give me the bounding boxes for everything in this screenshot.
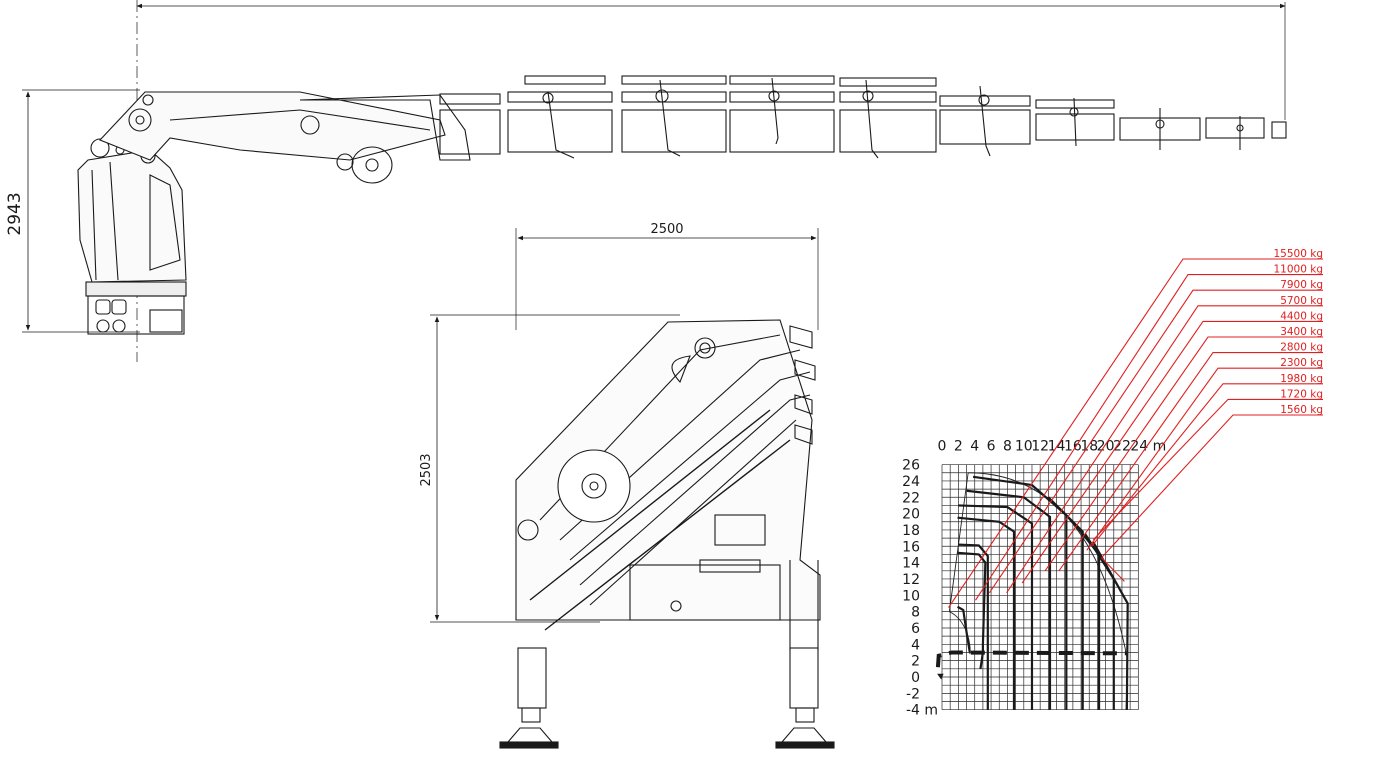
capacity-label: 7900 kg bbox=[1280, 279, 1323, 291]
y-tick-label: 8 bbox=[911, 605, 920, 621]
x-tick-label: 20 bbox=[1097, 439, 1115, 455]
folded-crane-body bbox=[515, 319, 821, 631]
folded-height-label: 2503 bbox=[419, 453, 434, 486]
capacity-leader-line bbox=[1058, 352, 1323, 572]
capacity-label: 1720 kg bbox=[1280, 388, 1323, 400]
load-curve bbox=[1092, 541, 1129, 710]
capacity-leader-line bbox=[1101, 557, 1125, 582]
capacity-leader-line bbox=[975, 274, 1323, 601]
crane-height-label: 2943 bbox=[5, 192, 25, 235]
crane-column bbox=[77, 138, 187, 335]
capacity-leader-line bbox=[1086, 367, 1323, 551]
capacity-leader-line bbox=[1101, 414, 1323, 559]
load-curve bbox=[956, 605, 971, 653]
x-tick-label: 2 bbox=[954, 439, 963, 455]
capacity-leader-line bbox=[1091, 383, 1323, 547]
capacity-label: 11000 kg bbox=[1274, 264, 1324, 276]
front-view bbox=[430, 228, 835, 749]
telescopic-sections bbox=[439, 75, 1287, 159]
y-tick-label: 16 bbox=[902, 539, 920, 555]
capacity-label: 1980 kg bbox=[1280, 373, 1323, 385]
capacity-label: 2800 kg bbox=[1280, 342, 1323, 354]
capacity-leader-line bbox=[1092, 398, 1323, 541]
capacity-label: 4400 kg bbox=[1280, 310, 1323, 322]
load-chart-grid bbox=[941, 464, 1139, 711]
x-tick-label: 4 bbox=[970, 439, 979, 455]
capacity-label: 2300 kg bbox=[1280, 357, 1323, 369]
y-tick-label: 24 bbox=[902, 474, 920, 490]
y-tick-label: 26 bbox=[902, 458, 920, 474]
stabilizer-legs bbox=[499, 560, 835, 749]
capacity-labels: 15500 kg 11000 kg 7900 kg 5700 kg 4400 kg 340… bbox=[948, 248, 1324, 608]
outer-envelope-curve bbox=[968, 472, 1129, 710]
y-tick-label: 22 bbox=[902, 490, 920, 506]
x-tick-label: 0 bbox=[938, 439, 947, 455]
capacity-leader-line bbox=[948, 258, 1323, 608]
y-tick-label: 12 bbox=[902, 572, 920, 588]
x-tick-label: 16 bbox=[1064, 439, 1082, 455]
capacity-leader-line bbox=[1006, 305, 1323, 594]
y-tick-label: 10 bbox=[902, 588, 920, 604]
capacity-leader-line bbox=[1044, 336, 1323, 572]
capacity-label: 15500 kg bbox=[1274, 248, 1324, 260]
load-curve bbox=[957, 551, 987, 669]
inner-envelope-curve bbox=[948, 472, 971, 655]
horizontal-boom-line bbox=[935, 650, 1127, 668]
load-curve bbox=[958, 543, 989, 710]
side-view bbox=[22, 0, 1287, 362]
x-tick-label: 24 m bbox=[1130, 439, 1166, 455]
y-tick-label: -2 bbox=[906, 686, 920, 702]
boom-positions bbox=[935, 650, 1127, 680]
capacity-leader-line bbox=[988, 289, 1323, 594]
load-curve bbox=[958, 504, 1034, 710]
y-tick-label: -4 m bbox=[906, 703, 938, 719]
y-tick-label: 4 bbox=[911, 637, 920, 653]
capacity-label: 5700 kg bbox=[1280, 295, 1323, 307]
load-curve bbox=[972, 475, 1068, 710]
x-tick-label: 22 bbox=[1113, 439, 1131, 455]
load-curve bbox=[1047, 496, 1084, 710]
capacity-label: 1560 kg bbox=[1280, 404, 1323, 416]
crane-base-marker bbox=[937, 673, 944, 680]
capacity-label: 3400 kg bbox=[1280, 326, 1323, 338]
main-boom bbox=[99, 91, 471, 184]
capacity-leader-line bbox=[1021, 320, 1323, 584]
load-curve bbox=[957, 516, 1016, 710]
x-tick-label: 12 bbox=[1031, 439, 1049, 455]
y-tick-label: 20 bbox=[902, 507, 920, 523]
y-tick-label: 14 bbox=[902, 556, 920, 572]
y-tick-label: 2 bbox=[911, 654, 920, 670]
base-width-label: 2500 bbox=[650, 222, 683, 237]
x-tick-label: 10 bbox=[1015, 439, 1033, 455]
y-tick-label: 6 bbox=[911, 621, 920, 637]
x-tick-label: 8 bbox=[1003, 439, 1012, 455]
x-tick-label: 18 bbox=[1080, 439, 1098, 455]
x-tick-label: 6 bbox=[987, 439, 996, 455]
y-tick-label: 0 bbox=[911, 670, 920, 686]
y-tick-label: 18 bbox=[902, 523, 920, 539]
